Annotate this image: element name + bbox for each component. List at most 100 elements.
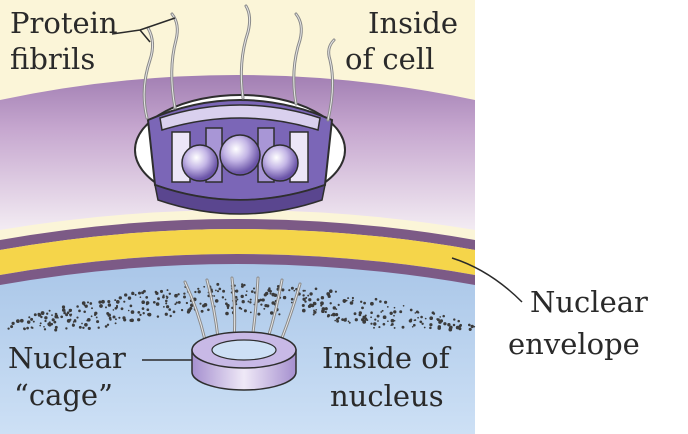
- chromatin-dot: [304, 290, 306, 292]
- chromatin-dot: [141, 300, 145, 304]
- chromatin-dot: [377, 320, 379, 322]
- chromatin-dot: [181, 309, 183, 311]
- chromatin-dot: [16, 319, 20, 323]
- chromatin-dot: [374, 319, 376, 321]
- chromatin-dot: [44, 328, 46, 330]
- chromatin-dot: [270, 311, 273, 314]
- chromatin-dot: [43, 326, 45, 328]
- label-inside-of-nucleus-line1: Inside of: [322, 341, 452, 375]
- label-nuclear-cage-line2: “cage”: [14, 378, 113, 412]
- chromatin-dot: [98, 301, 101, 304]
- chromatin-dot: [373, 327, 375, 329]
- chromatin-dot: [329, 289, 333, 293]
- label-nuclear-cage-line1: Nuclear: [8, 341, 126, 375]
- chromatin-dot: [317, 298, 320, 301]
- chromatin-dot: [364, 315, 366, 317]
- chromatin-dot: [85, 305, 88, 308]
- chromatin-dot: [7, 327, 9, 329]
- chromatin-dot: [96, 320, 99, 323]
- chromatin-dot: [424, 327, 426, 329]
- chromatin-dot: [347, 297, 349, 299]
- chromatin-dot: [283, 296, 286, 299]
- chromatin-dot: [198, 290, 201, 293]
- chromatin-dot: [334, 320, 336, 322]
- chromatin-dot: [225, 299, 227, 301]
- chromatin-dot: [118, 317, 120, 319]
- chromatin-dot: [153, 301, 156, 304]
- chromatin-dot: [62, 305, 65, 308]
- chromatin-dot: [60, 315, 63, 318]
- chromatin-dot: [142, 307, 145, 310]
- chromatin-dot: [222, 296, 224, 298]
- chromatin-dot: [439, 316, 441, 318]
- chromatin-dot: [177, 293, 179, 295]
- chromatin-dot: [75, 321, 77, 323]
- chromatin-dot: [62, 308, 65, 311]
- chromatin-dot: [82, 327, 84, 329]
- chromatin-dot: [113, 309, 115, 311]
- chromatin-dot: [471, 325, 474, 328]
- chromatin-dot: [453, 324, 456, 327]
- chromatin-dot: [354, 312, 357, 315]
- chromatin-dot: [30, 318, 33, 321]
- label-protein-fibrils-line2: fibrils: [10, 42, 95, 76]
- chromatin-dot: [28, 316, 30, 318]
- chromatin-dot: [325, 307, 328, 310]
- label-inside-of-cell-line2: of cell: [345, 42, 434, 76]
- chromatin-dot: [48, 323, 51, 326]
- chromatin-dot: [183, 292, 185, 294]
- chromatin-dot: [176, 302, 178, 304]
- chromatin-dot: [114, 299, 116, 301]
- chromatin-dot: [250, 312, 252, 314]
- chromatin-dot: [137, 318, 140, 321]
- chromatin-dot: [390, 312, 393, 315]
- chromatin-dot: [241, 283, 243, 285]
- chromatin-dot: [468, 324, 471, 327]
- chromatin-dot: [113, 316, 116, 319]
- chromatin-dot: [54, 321, 57, 324]
- chromatin-dot: [253, 287, 255, 289]
- chromatin-dot: [393, 310, 396, 313]
- chromatin-dot: [169, 315, 171, 317]
- chromatin-dot: [94, 312, 97, 315]
- chromatin-dot: [330, 302, 332, 304]
- chromatin-dot: [213, 295, 215, 297]
- chromatin-dot: [123, 301, 125, 303]
- chromatin-dot: [178, 301, 181, 304]
- chromatin-dot: [240, 308, 242, 310]
- chromatin-dot: [309, 303, 313, 307]
- chromatin-dot: [361, 307, 364, 310]
- chromatin-dot: [429, 327, 432, 330]
- chromatin-dot: [403, 305, 405, 307]
- chromatin-dot: [46, 313, 48, 315]
- chromatin-dot: [106, 312, 109, 315]
- chromatin-dot: [76, 305, 79, 308]
- chromatin-dot: [115, 322, 117, 324]
- chromatin-dot: [244, 309, 247, 312]
- chromatin-dot: [146, 303, 148, 305]
- chromatin-dot: [242, 300, 245, 303]
- chromatin-dot: [128, 310, 130, 312]
- chromatin-dot: [44, 320, 46, 322]
- chromatin-dot: [350, 301, 354, 305]
- chromatin-dot: [87, 318, 91, 322]
- chromatin-dot: [359, 314, 362, 317]
- chromatin-dot: [377, 315, 380, 318]
- chromatin-dot: [370, 302, 374, 306]
- chromatin-dot: [49, 310, 51, 312]
- chromatin-dot: [123, 318, 126, 321]
- chromatin-dot: [145, 296, 148, 299]
- chromatin-dot: [130, 318, 134, 322]
- chromatin-dot: [437, 318, 440, 321]
- chromatin-dot: [293, 290, 295, 292]
- chromatin-dot: [270, 293, 272, 295]
- chromatin-dot: [137, 311, 140, 314]
- chromatin-dot: [207, 309, 210, 312]
- chromatin-dot: [215, 299, 219, 303]
- chromatin-dot: [115, 318, 117, 320]
- chromatin-dot: [143, 312, 145, 314]
- chromatin-dot: [162, 296, 165, 299]
- label-inside-of-nucleus-line2: nucleus: [330, 379, 444, 413]
- chromatin-dot: [458, 327, 461, 330]
- chromatin-dot: [44, 316, 47, 319]
